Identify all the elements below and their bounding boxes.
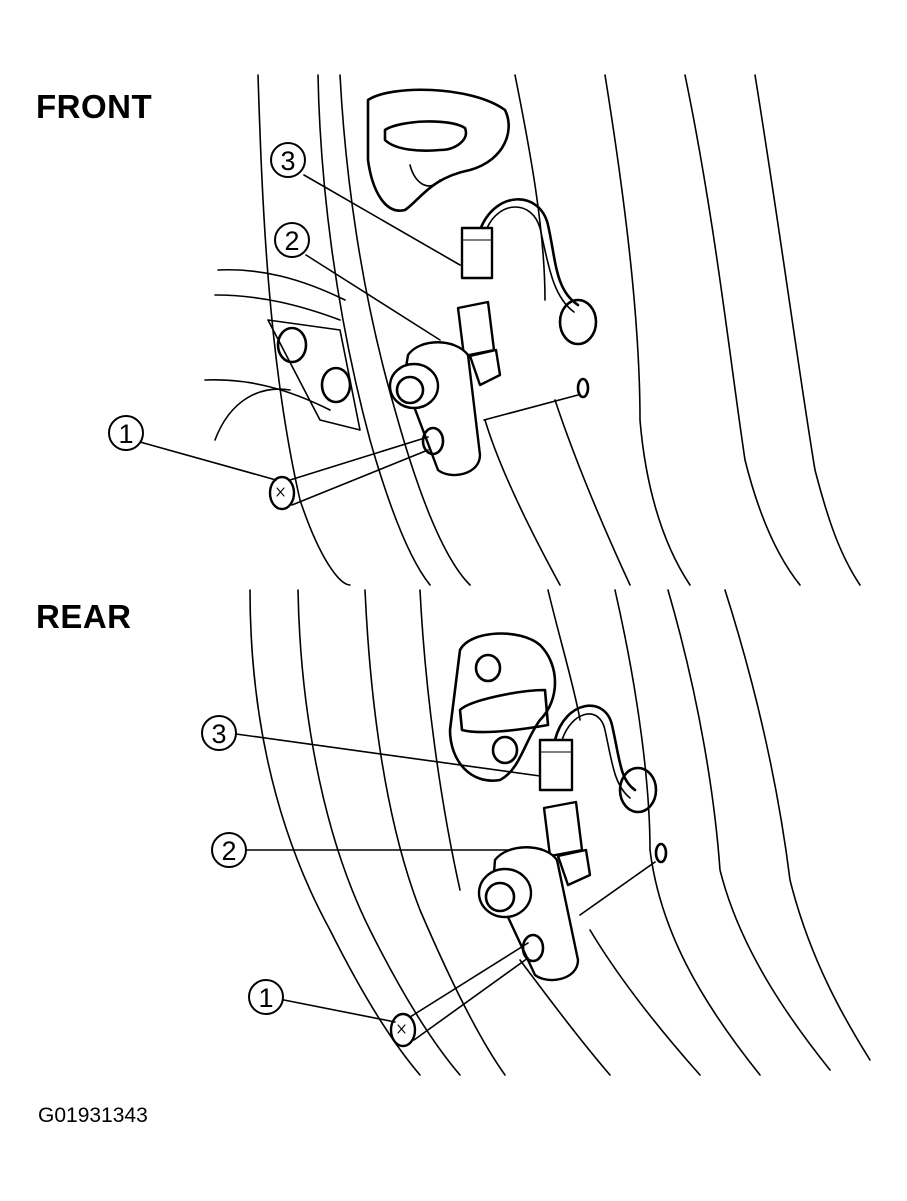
front-callout-2: 2 [274, 222, 310, 258]
rear-contour-line [249, 589, 421, 1076]
rear-striker-plate [448, 632, 557, 782]
front-contour-line [339, 74, 471, 586]
front-harness-connector [460, 226, 494, 280]
svg-text:3: 3 [280, 146, 295, 176]
rear-body-hole [654, 842, 668, 864]
front-rubber-stopper [320, 366, 352, 404]
rear-switch-connector [542, 800, 584, 858]
rear-screw-hole [521, 933, 545, 963]
front-contour-line [317, 74, 431, 586]
front-body-hole [576, 377, 590, 399]
front-callout-3: 3 [270, 142, 306, 178]
rear-striker-hole [491, 735, 519, 765]
rear-contour-line [614, 589, 761, 1076]
rear-contour-line [519, 959, 611, 1076]
front-wire [486, 206, 575, 313]
rear-screw-guide-line [413, 957, 529, 1041]
front-contour-line [554, 399, 631, 586]
front-title: FRONT [36, 88, 153, 125]
rear-wire [561, 713, 631, 799]
front-contour-line [754, 74, 861, 586]
front-panel-block [267, 319, 361, 431]
front-switch-connector [456, 300, 496, 358]
front-wire [478, 198, 580, 307]
front-mount-line [483, 394, 579, 421]
front-leader-2 [305, 254, 441, 341]
rear-callout-2: 2 [211, 832, 247, 868]
rear-contour-line [419, 589, 461, 891]
front-contour-line [514, 74, 546, 301]
rear-switch-plunger [477, 867, 533, 919]
front-striker-bolt [383, 120, 468, 152]
rear-callout-1: 1 [248, 979, 284, 1015]
rear-view: 3 2 1 [201, 589, 871, 1076]
svg-text:3: 3 [211, 719, 226, 749]
rear-title: REAR [36, 598, 132, 635]
front-screw-guide-line [291, 449, 429, 506]
rear-contour-line [364, 589, 506, 1076]
rear-harness-connector [538, 738, 574, 792]
front-contour-line [484, 419, 561, 586]
front-leader-3 [303, 174, 461, 266]
svg-text:2: 2 [284, 226, 299, 256]
svg-text:1: 1 [258, 983, 273, 1013]
front-panel-edge [204, 378, 331, 411]
rear-striker-hole [474, 653, 502, 683]
front-contour-line [684, 74, 801, 586]
rear-contour-line [297, 589, 461, 1076]
front-screw-hole [421, 426, 445, 456]
rear-contour-line [724, 589, 871, 1061]
figure-code: G01931343 [38, 1104, 148, 1127]
rear-contour-line [589, 929, 701, 1076]
rear-wire-hole [618, 766, 658, 814]
front-callout-1: 1 [108, 415, 144, 451]
front-striker-detail [409, 164, 441, 187]
front-panel-edge [214, 294, 341, 321]
front-panel-edge [214, 388, 291, 441]
front-contour-line [257, 74, 351, 586]
rear-callout-3: 3 [201, 715, 237, 751]
front-contour-line [604, 74, 691, 586]
front-striker-plate [366, 88, 510, 212]
rear-contour-line [667, 589, 831, 1071]
rear-leader-3 [235, 733, 541, 777]
rear-screw-guide-line [409, 942, 529, 1018]
front-screw-guide-line [289, 436, 429, 481]
svg-text:1: 1 [118, 419, 133, 449]
front-wire-hole [558, 298, 598, 346]
svg-text:2: 2 [221, 836, 236, 866]
front-switch-plunger [388, 362, 440, 410]
front-leader-1 [139, 441, 277, 481]
front-panel-edge [217, 268, 346, 301]
rear-striker-bolt [458, 688, 550, 734]
front-rubber-stopper [276, 326, 308, 364]
rear-mount-line [579, 861, 656, 916]
front-view: 3 2 1 [108, 74, 861, 586]
rear-leader-1 [283, 999, 396, 1023]
